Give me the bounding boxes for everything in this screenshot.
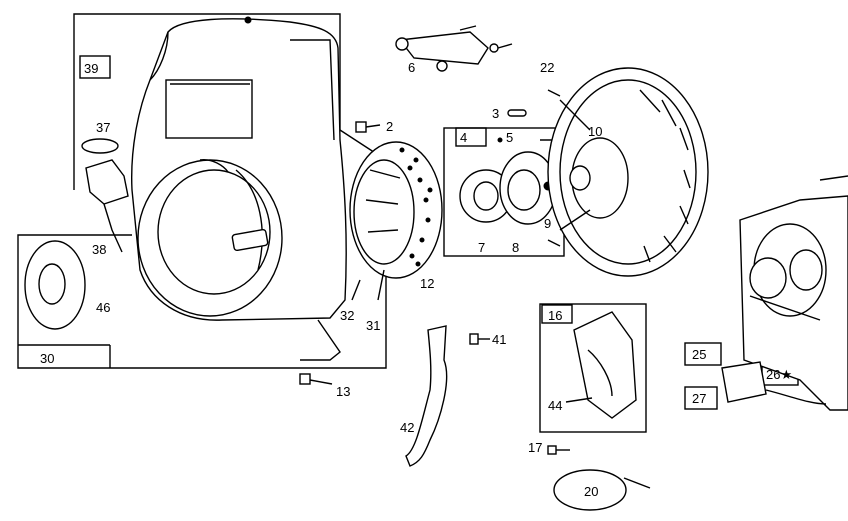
label-box-39 (79, 55, 111, 79)
label-6: 6 (408, 60, 415, 75)
label-12: 12 (420, 276, 434, 291)
label-22: 22 (540, 60, 554, 75)
label-31: 31 (366, 318, 380, 333)
flywheel-key (507, 109, 527, 117)
label-8: 8 (512, 240, 519, 255)
label-3: 3 (492, 106, 499, 121)
bracket-6 (395, 25, 513, 72)
wire-31 (300, 319, 341, 361)
part-labels: 39 37 38 46 30 2 6 3 22 4 5 10 7 8 9 12 … (40, 60, 792, 499)
label-20: 20 (584, 484, 598, 499)
label-9: 9 (544, 216, 551, 231)
label-16: 16 (548, 308, 562, 323)
screw-41 (469, 333, 490, 345)
screw-17 (547, 445, 570, 455)
fuel-cap (81, 138, 129, 253)
label-26: 26★ (766, 367, 792, 382)
armature-group (539, 303, 647, 433)
label-44: 44 (548, 398, 562, 413)
label-30: 30 (40, 351, 54, 366)
starter-clutch-group (443, 127, 565, 257)
label-25: 25 (692, 347, 706, 362)
air-vane-42 (405, 325, 448, 467)
flywheel-screen (349, 141, 443, 301)
label-box-27 (684, 386, 718, 410)
label-37: 37 (96, 120, 110, 135)
label-13: 13 (336, 384, 350, 399)
engine-block (739, 175, 848, 411)
housing-window (165, 79, 253, 139)
screw-2 (355, 121, 381, 133)
flywheel (540, 67, 709, 277)
label-4: 4 (460, 130, 467, 145)
label-27: 27 (692, 391, 706, 406)
label-32: 32 (340, 308, 354, 323)
label-39: 39 (84, 61, 98, 76)
ground-wire-20 (553, 469, 651, 511)
label-7: 7 (478, 240, 485, 255)
label-38: 38 (92, 242, 106, 257)
label-box-16 (541, 304, 573, 324)
ignition-module-25 (721, 361, 827, 405)
label-5: 5 (506, 130, 513, 145)
label-42: 42 (400, 420, 414, 435)
screw-13 (299, 373, 333, 385)
blower-housing (130, 16, 347, 321)
label-2: 2 (386, 119, 393, 134)
label-10: 10 (588, 124, 602, 139)
label-41: 41 (492, 332, 506, 347)
label-box-25 (684, 342, 722, 366)
washer-46 (24, 240, 86, 330)
label-46: 46 (96, 300, 110, 315)
label-17: 17 (528, 440, 542, 455)
